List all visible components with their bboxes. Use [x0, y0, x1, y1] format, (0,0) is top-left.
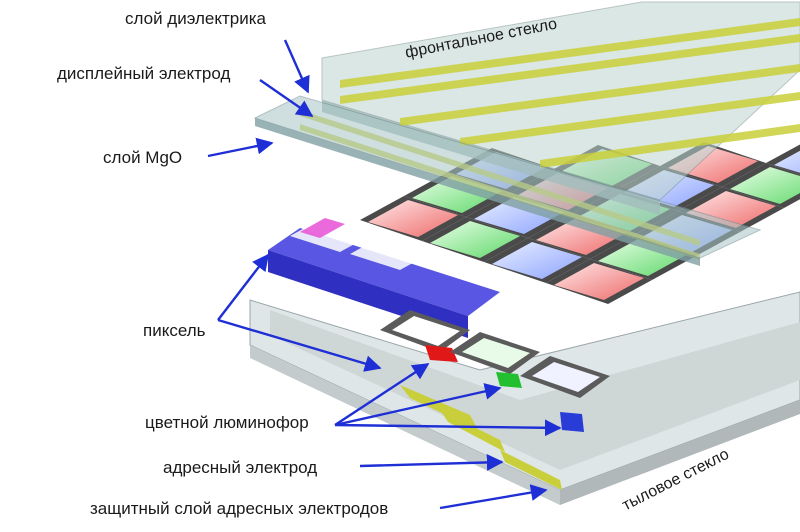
display-electrode-stripe — [460, 92, 800, 146]
arrow-protective-layer — [439, 484, 548, 510]
label-pixel: пиксель — [143, 321, 206, 340]
display-electrode-stripe — [540, 124, 800, 168]
label-display-electrode: дисплейный электрод — [57, 64, 231, 83]
phosphor-blue — [560, 412, 584, 432]
label-mgo: слой MgO — [103, 148, 183, 167]
cell — [368, 200, 458, 237]
protective-layer — [270, 310, 800, 470]
arrow-address-electrode — [359, 454, 504, 471]
label-dielectric: слой диэлектрика — [125, 9, 267, 28]
label-protective-layer: защитный слой адресных электродов — [90, 499, 389, 518]
display-electrode-stripe — [340, 18, 800, 88]
arrow-phosphor-blue — [334, 419, 562, 437]
pointer-arrows — [207, 39, 562, 510]
display-electrode-stripe — [400, 64, 800, 126]
cell — [430, 221, 520, 258]
arrow-dielectric — [283, 39, 310, 94]
cell — [554, 263, 644, 300]
address-electrodes — [400, 385, 562, 490]
arrow-phosphor-red — [334, 362, 430, 427]
arrow-display-electrode — [259, 79, 314, 117]
display-electrode-stripe — [340, 34, 800, 104]
phosphor-red — [425, 345, 458, 362]
label-phosphor: цветной люминофор — [145, 413, 309, 432]
label-address-electrode: адресный электрод — [163, 458, 318, 477]
cell — [492, 242, 582, 279]
dielectric-layer — [253, 95, 762, 266]
arrow-pixel-2 — [217, 318, 382, 372]
arrow-pixel-1 — [217, 253, 270, 321]
arrow-phosphor-green — [334, 383, 502, 427]
phosphor-green — [496, 372, 522, 388]
front-cells — [380, 310, 610, 432]
arrow-mgo — [207, 137, 274, 158]
cell — [668, 146, 758, 183]
cell — [730, 167, 800, 204]
cell — [774, 150, 800, 173]
